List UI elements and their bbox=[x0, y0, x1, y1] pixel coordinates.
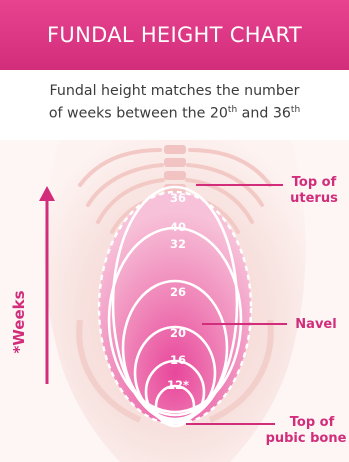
annotation-top-of-uterus-line1: Top of bbox=[292, 175, 337, 190]
weeks-axis-label: *Weeks bbox=[10, 290, 28, 353]
body-illustration: 36 40 32 26 20 16 12* *Weeks Top of uter… bbox=[0, 140, 349, 462]
week-labels: 36 40 32 26 20 16 12* bbox=[167, 191, 189, 392]
week-label-36: 36 bbox=[170, 191, 186, 205]
annotation-pubic-bone-line1: Top of bbox=[290, 415, 335, 430]
annotation-top-of-uterus-line2: uterus bbox=[290, 191, 338, 206]
subtitle-text-a: of weeks between the 20 bbox=[49, 106, 228, 122]
subtitle-text-b: and 36 bbox=[237, 106, 291, 122]
week-label-32: 32 bbox=[170, 237, 186, 251]
annotation-pubic-bone-line2: pubic bone bbox=[266, 431, 347, 446]
subtitle-sup-2: th bbox=[291, 105, 300, 115]
subtitle-line-2: of weeks between the 20th and 36th bbox=[0, 101, 349, 124]
annotation-navel: Navel bbox=[295, 317, 336, 332]
week-label-20: 20 bbox=[170, 326, 186, 340]
subtitle: Fundal height matches the number of week… bbox=[0, 82, 349, 124]
week-label-12: 12* bbox=[167, 378, 189, 392]
header-banner: FUNDAL HEIGHT CHART bbox=[0, 0, 349, 70]
week-label-16: 16 bbox=[170, 353, 186, 367]
week-label-26: 26 bbox=[170, 285, 186, 299]
week-label-40: 40 bbox=[170, 220, 186, 234]
fundal-diagram: 36 40 32 26 20 16 12* *Weeks Top of uter… bbox=[0, 140, 349, 462]
subtitle-line-1: Fundal height matches the number bbox=[0, 82, 349, 101]
subtitle-sup-1: th bbox=[228, 105, 237, 115]
chart-title: FUNDAL HEIGHT CHART bbox=[47, 23, 302, 47]
